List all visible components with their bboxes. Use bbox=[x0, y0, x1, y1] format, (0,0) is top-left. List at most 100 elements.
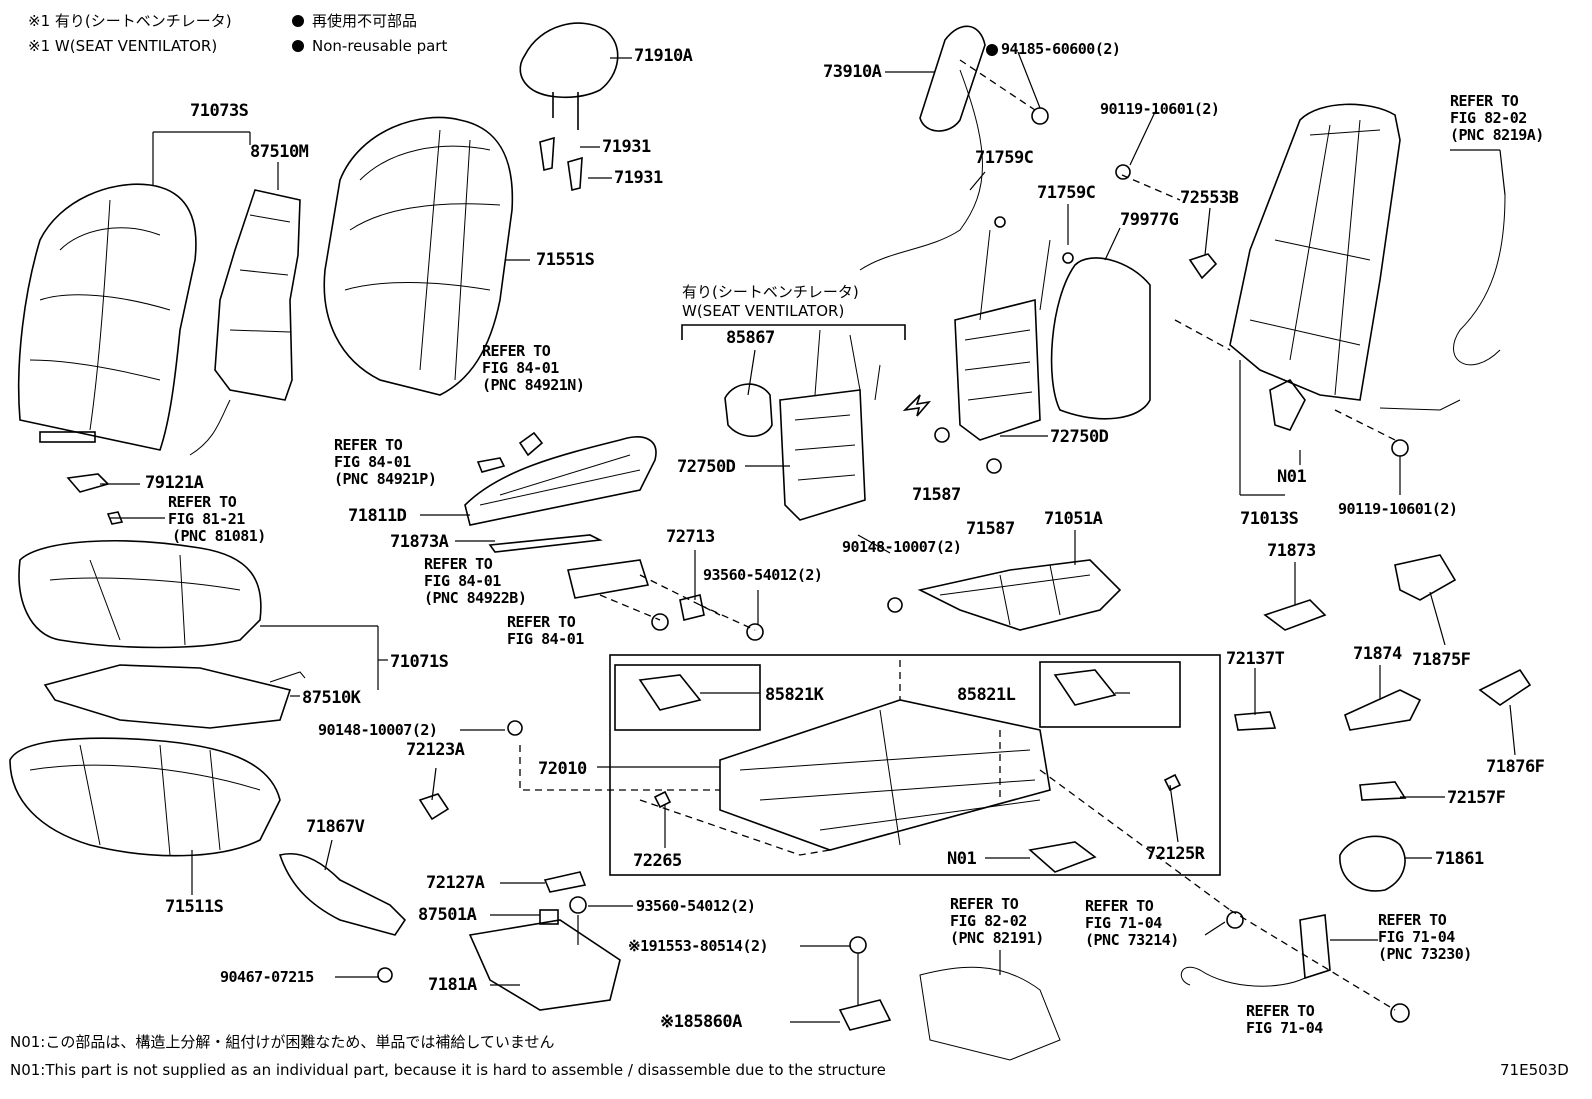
part-label[interactable]: 85821K bbox=[765, 685, 824, 705]
part-label[interactable]: 87501A bbox=[418, 905, 477, 925]
part-label[interactable]: 72265 bbox=[633, 851, 682, 871]
seat-track-group-box bbox=[609, 654, 1221, 876]
arrow-icon bbox=[902, 394, 932, 417]
part-label[interactable]: 90119-10601(2) bbox=[1100, 100, 1220, 118]
refer-to-84921p[interactable]: REFER TO FIG 84-01 (PNC 84921P) bbox=[334, 437, 437, 488]
part-label[interactable]: 93560-54012(2) bbox=[703, 566, 823, 584]
part-label[interactable]: 87510M bbox=[250, 142, 309, 162]
part-label[interactable]: 79977G bbox=[1120, 210, 1179, 230]
refer-line: (PNC 84922B) bbox=[424, 589, 527, 607]
part-label[interactable]: 71861 bbox=[1435, 849, 1484, 869]
refer-line: FIG 84-01 bbox=[507, 630, 584, 648]
refer-to-84922b[interactable]: REFER TO FIG 84-01 (PNC 84922B) bbox=[424, 555, 527, 607]
refer-to-73230[interactable]: REFER TO FIG 71-04 (PNC 73230) bbox=[1378, 912, 1472, 963]
part-label[interactable]: 79121A bbox=[145, 473, 204, 493]
part-label[interactable]: 71867V bbox=[306, 817, 365, 837]
part-label[interactable]: 71051A bbox=[1044, 509, 1103, 529]
seat-cushion-cover-drawing bbox=[18, 540, 262, 649]
bracket-7181a-drawing bbox=[468, 919, 621, 1011]
refer-to-84-01[interactable]: REFER TO FIG 84-01 bbox=[507, 614, 584, 648]
power-switch-drawing bbox=[567, 559, 650, 599]
part-label[interactable]: 72137T bbox=[1226, 649, 1285, 669]
part-label[interactable]: 71759C bbox=[1037, 183, 1096, 203]
part-label[interactable]: 71875F bbox=[1412, 650, 1471, 670]
refer-to-73214[interactable]: REFER TO FIG 71-04 (PNC 73214) bbox=[1085, 898, 1179, 949]
part-label[interactable]: 71876F bbox=[1486, 757, 1545, 777]
part-label[interactable]: 71511S bbox=[165, 897, 224, 917]
part-label[interactable]: 7181A bbox=[428, 975, 477, 995]
refer-line: REFER TO bbox=[1450, 92, 1519, 110]
knob-71861-drawing bbox=[1339, 835, 1406, 892]
part-label[interactable]: 71551S bbox=[536, 250, 595, 270]
part-label[interactable]: 71873A bbox=[390, 532, 449, 552]
part-label[interactable]: 72125R bbox=[1146, 844, 1205, 864]
seatback-heater-pad-drawing bbox=[189, 189, 301, 456]
part-label[interactable]: 71587 bbox=[912, 485, 961, 505]
ventilator-blower-left-drawing bbox=[779, 329, 881, 521]
refer-line: REFER TO bbox=[507, 613, 576, 631]
part-label[interactable]: 71874 bbox=[1353, 644, 1402, 664]
footer-note-jp: N01:この部品は、構造上分解・組付けが困難なため、単品では補給していません bbox=[10, 1033, 555, 1051]
part-label[interactable]: 93560-54012(2) bbox=[636, 897, 756, 915]
ventilator-group-bracket bbox=[681, 324, 906, 340]
pad-79977g-drawing bbox=[1050, 257, 1151, 420]
bracket-71875f-drawing bbox=[1394, 554, 1457, 601]
part-label[interactable]: ※191553-80514(2) bbox=[628, 937, 769, 955]
seatback-pad-drawing bbox=[323, 116, 514, 396]
refer-line: REFER TO bbox=[1246, 1002, 1315, 1020]
part-label[interactable]: 90148-10007(2) bbox=[318, 721, 438, 739]
part-label[interactable]: 87510K bbox=[302, 688, 361, 708]
part-label[interactable]: 72750D bbox=[677, 457, 736, 477]
cushion-frame-drawing bbox=[464, 436, 657, 553]
part-label[interactable]: N01 bbox=[1277, 467, 1307, 487]
leader-lines bbox=[100, 51, 1516, 1023]
part-label[interactable]: 71759C bbox=[975, 148, 1034, 168]
part-label[interactable]: 71910A bbox=[634, 46, 693, 66]
part-label[interactable]: 72157F bbox=[1447, 788, 1506, 808]
part-label[interactable]: 85867 bbox=[726, 328, 775, 348]
part-label[interactable]: 85821L bbox=[957, 685, 1016, 705]
part-label[interactable]: 71587 bbox=[966, 519, 1015, 539]
figure-code: 71E503D bbox=[1500, 1061, 1569, 1079]
refer-to-8219a[interactable]: REFER TO FIG 82-02 (PNC 8219A) bbox=[1450, 93, 1544, 144]
seat-adjuster-drawing bbox=[719, 699, 1051, 851]
refer-line: (PNC 73230) bbox=[1378, 945, 1472, 963]
refer-line: REFER TO bbox=[424, 555, 493, 573]
refer-to-84921n[interactable]: REFER TO FIG 84-01 (PNC 84921N) bbox=[482, 343, 585, 394]
part-label[interactable]: 72010 bbox=[538, 759, 587, 779]
refer-to-71-04[interactable]: REFER TO FIG 71-04 bbox=[1246, 1003, 1323, 1037]
part-label[interactable]: 71931 bbox=[602, 137, 651, 157]
part-label[interactable]: 90119-10601(2) bbox=[1338, 500, 1458, 518]
legend-nonreusable-jp: 再使用不可部品 bbox=[312, 12, 418, 30]
connector-79121a-drawing bbox=[66, 473, 110, 493]
part-label[interactable]: 72553B bbox=[1180, 188, 1239, 208]
part-label[interactable]: 90148-10007(2) bbox=[842, 538, 962, 556]
refer-line: FIG 81-21 bbox=[168, 510, 245, 528]
ventilator-group-label-en: W(SEAT VENTILATOR) bbox=[682, 302, 845, 320]
clip-72127a-drawing bbox=[543, 871, 587, 893]
seat-belt-buckle-drawing bbox=[1299, 914, 1331, 980]
part-label[interactable]: 72750D bbox=[1050, 427, 1109, 447]
refer-to-82191[interactable]: REFER TO FIG 82-02 (PNC 82191) bbox=[950, 896, 1044, 947]
part-label[interactable]: 90467-07215 bbox=[220, 968, 314, 986]
part-label[interactable]: 71071S bbox=[390, 652, 449, 672]
part-label[interactable]: 71073S bbox=[190, 101, 249, 121]
refer-line: (PNC 82191) bbox=[950, 929, 1044, 947]
part-label[interactable]: 72127A bbox=[426, 873, 485, 893]
part-label[interactable]: 94185-60600(2) bbox=[1001, 40, 1121, 58]
refer-line: FIG 71-04 bbox=[1378, 928, 1455, 946]
part-label[interactable]: 72123A bbox=[406, 740, 465, 760]
part-label[interactable]: N01 bbox=[947, 849, 977, 869]
part-label[interactable]: 71013S bbox=[1240, 509, 1299, 529]
part-label[interactable]: 72713 bbox=[666, 527, 715, 547]
wire-harness-drawing bbox=[1379, 194, 1506, 411]
refer-to-81081[interactable]: REFER TO FIG 81-21 (PNC 81081) bbox=[168, 494, 266, 545]
headrest-drawing bbox=[519, 22, 619, 130]
part-label[interactable]: 71931 bbox=[614, 168, 663, 188]
part-label[interactable]: 71811D bbox=[348, 506, 407, 526]
part-label[interactable]: 71873 bbox=[1267, 541, 1316, 561]
part-label[interactable]: ※185860A bbox=[660, 1012, 742, 1032]
part-label[interactable]: 73910A bbox=[823, 62, 882, 82]
